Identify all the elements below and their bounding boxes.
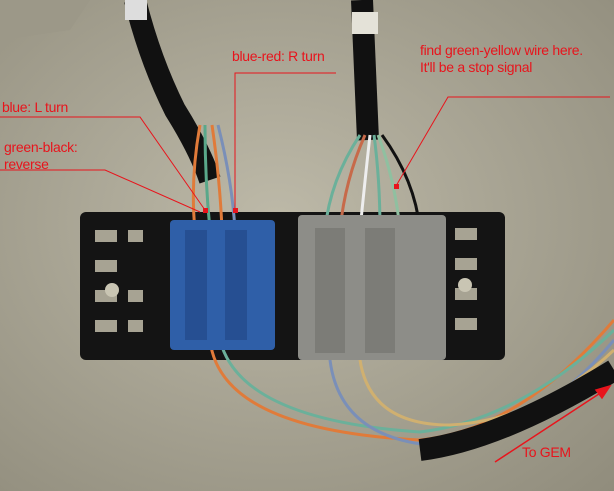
label-stop-1: find green-yellow wire here. bbox=[420, 42, 583, 58]
label-to-gem: To GEM bbox=[522, 444, 571, 460]
label-left-turn: blue: L turn bbox=[2, 99, 68, 115]
blue-connector bbox=[170, 220, 275, 350]
arrow-to-gem bbox=[494, 384, 612, 463]
label-reverse-2: reverse bbox=[4, 156, 49, 172]
annotation-leaders bbox=[0, 72, 610, 213]
label-right-turn: blue-red: R turn bbox=[232, 48, 325, 64]
gray-connector bbox=[298, 215, 446, 360]
label-stop-2: It'll be a stop signal bbox=[420, 59, 533, 75]
bolt bbox=[458, 278, 472, 292]
left-harness bbox=[124, 0, 221, 184]
bolt bbox=[105, 283, 119, 297]
label-reverse-1: green-black: bbox=[4, 139, 78, 155]
